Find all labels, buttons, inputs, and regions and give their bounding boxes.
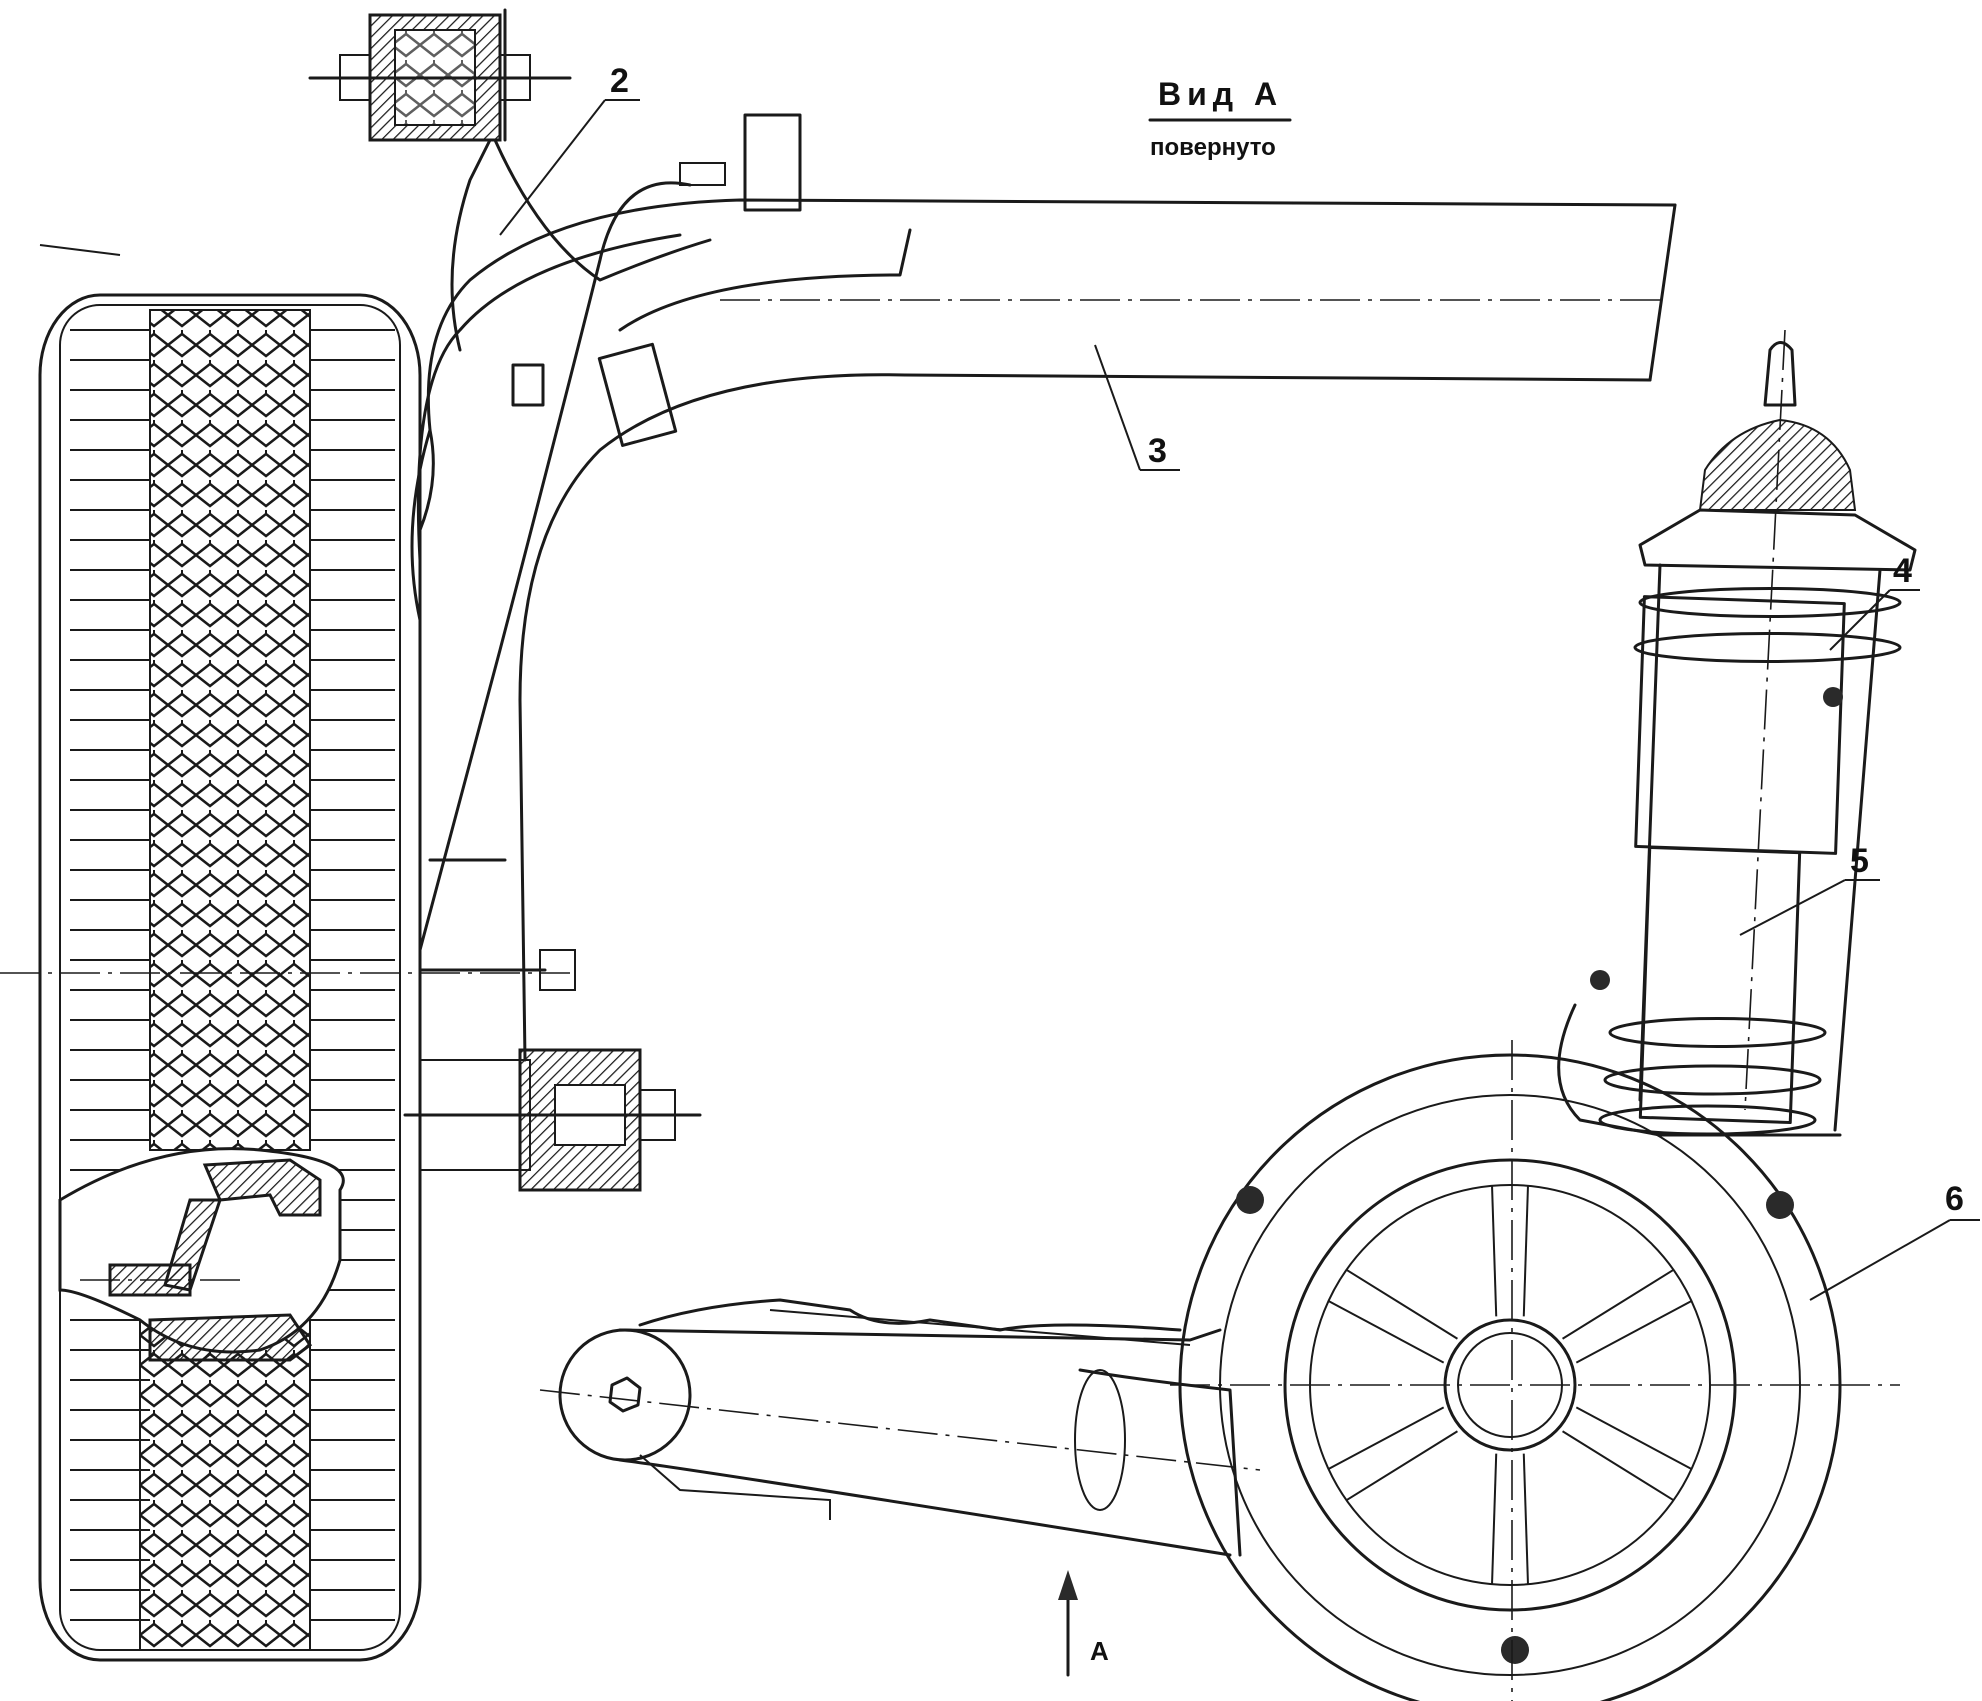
callout-6: 6 xyxy=(1945,1180,1964,1218)
shock-rod-lower xyxy=(1638,845,1802,1125)
view-subtitle: повернуто xyxy=(1150,134,1276,161)
frame xyxy=(308,8,1677,1192)
callout-4: 4 xyxy=(1893,552,1912,590)
arm-top-edge xyxy=(618,1328,1222,1342)
brake-drum xyxy=(1170,1040,1900,1701)
leader-3 xyxy=(1094,344,1141,471)
bracket-plate xyxy=(618,228,912,332)
spoke-line xyxy=(1491,1185,1498,1317)
drum-spokes xyxy=(1328,1185,1692,1585)
spoke-line xyxy=(1345,1268,1458,1340)
tire-tread-center-lower xyxy=(139,1319,311,1651)
drum-bolt-3 xyxy=(1501,1636,1529,1664)
callouts: 2 3 4 5 6 xyxy=(499,62,1980,1301)
shock-absorber xyxy=(1557,329,1917,1137)
spoke-line xyxy=(1575,1300,1692,1364)
spoke-line xyxy=(1562,1430,1675,1502)
rubber-boot xyxy=(1698,418,1857,511)
rim-section-top xyxy=(202,1158,322,1217)
drum-outer xyxy=(1178,1053,1842,1701)
clip-1 xyxy=(743,113,802,212)
lower-mount xyxy=(1557,1003,1842,1137)
spring-coil xyxy=(1603,1064,1822,1096)
arm-outer xyxy=(410,428,432,1052)
callout-5: 5 xyxy=(1850,842,1869,880)
arm-eye-nut xyxy=(608,1376,642,1413)
arm-bottom-edge xyxy=(618,1458,1232,1557)
shock-cap xyxy=(1763,341,1797,407)
callout-2: 2 xyxy=(610,62,629,100)
cable-2 xyxy=(418,181,692,952)
leader-1 xyxy=(39,244,121,256)
spoke-line xyxy=(1328,1300,1445,1364)
arm-axis xyxy=(539,1389,1261,1471)
spring-right xyxy=(1833,568,1882,1132)
cable-1 xyxy=(493,138,712,282)
tire-tread-blocks xyxy=(70,329,395,1621)
bushing-support xyxy=(418,138,492,352)
view-arrow: А xyxy=(1058,1570,1109,1677)
spoke-line xyxy=(1562,1268,1675,1340)
frame-tube-bottom xyxy=(518,373,1652,1062)
drum-bolt-2 xyxy=(1766,1191,1794,1219)
leader-4 xyxy=(1829,589,1891,651)
spoke-line xyxy=(1575,1406,1692,1470)
leader-6 xyxy=(1809,1219,1951,1301)
view-arrow-label: А xyxy=(1090,1636,1109,1666)
cable-fitting xyxy=(679,162,726,186)
clip-2 xyxy=(511,363,545,407)
leader-5 xyxy=(1739,879,1846,936)
arm-inner xyxy=(416,233,682,562)
spoke-line xyxy=(1522,1185,1529,1317)
rim-section-bottom xyxy=(148,1313,313,1362)
tire-tread-center-upper xyxy=(149,309,311,1151)
upper-spring-seat xyxy=(1638,508,1917,572)
spoke-line xyxy=(1328,1406,1445,1470)
callout-3: 3 xyxy=(1148,432,1167,470)
spoke-line xyxy=(1522,1453,1529,1585)
view-label: Вид А повернуто xyxy=(1148,76,1292,161)
clip-3 xyxy=(597,342,678,447)
frame-tube-end xyxy=(1648,203,1677,382)
wheel xyxy=(0,244,570,1662)
arm-tube-end xyxy=(1078,1368,1242,1557)
spring-coil xyxy=(1608,1017,1827,1048)
arrow-head-icon xyxy=(1058,1570,1078,1600)
drum-bolt-1 xyxy=(1236,1186,1264,1214)
spring-coil xyxy=(1633,632,1902,663)
trailing-arm xyxy=(539,1298,1261,1557)
view-title: Вид А xyxy=(1158,76,1283,112)
spring-coil xyxy=(1638,587,1902,618)
brake-rod xyxy=(638,1298,1182,1332)
spoke-line xyxy=(1491,1453,1498,1585)
spoke-line xyxy=(1345,1430,1458,1502)
leader-2 xyxy=(499,99,606,236)
